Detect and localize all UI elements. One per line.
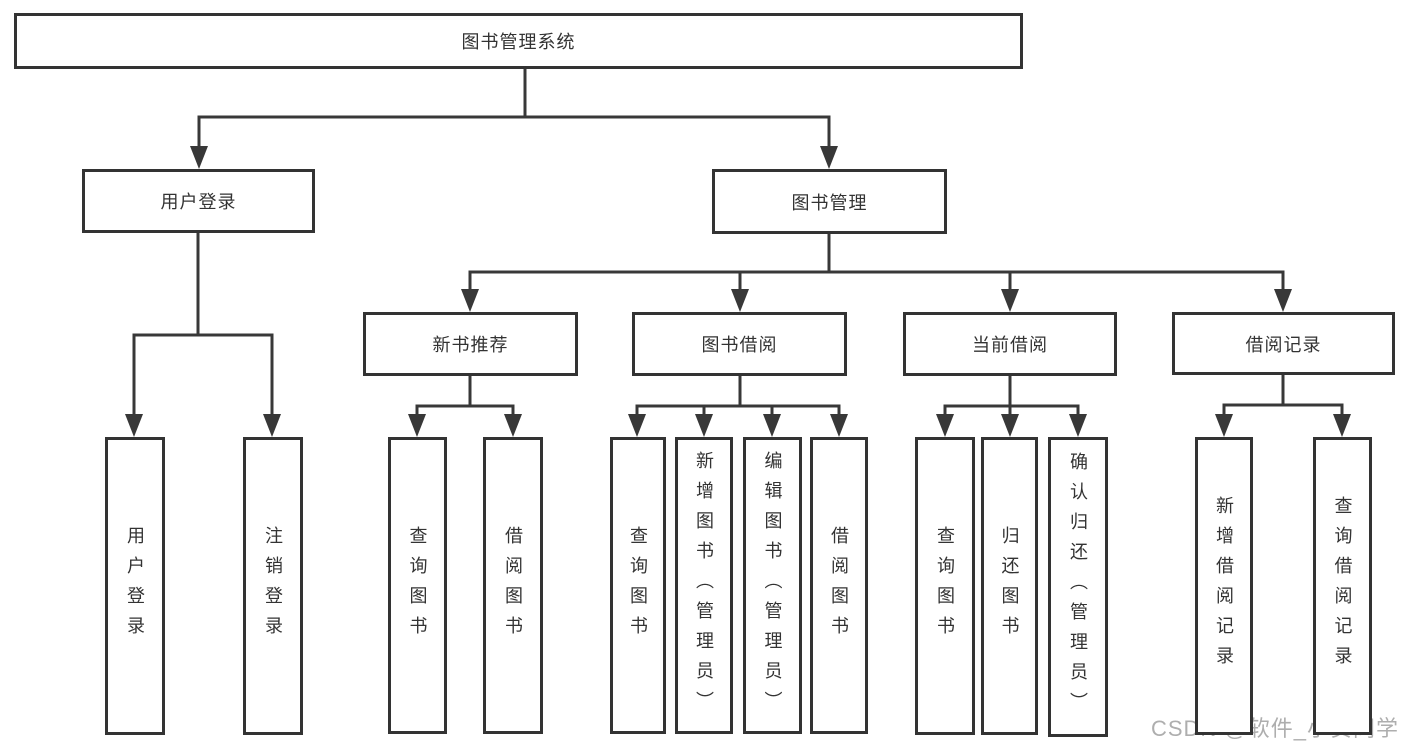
arrowhead-down-icon (1001, 289, 1019, 312)
node-new-book-recommendation: 新书推荐 (363, 312, 578, 376)
node-label-edit-books-admin: 编辑图书（管理员） (762, 450, 783, 721)
node-borrow-books-borrowing: 借阅图书 (810, 437, 868, 734)
node-library-management-system: 图书管理系统 (14, 13, 1023, 69)
node-add-books-admin: 新增图书（管理员） (675, 437, 733, 734)
node-label-add-books-admin: 新增图书（管理员） (694, 450, 714, 721)
node-label-borrow-books-recommend: 借阅图书 (503, 525, 523, 646)
node-edit-books-admin: 编辑图书（管理员） (743, 437, 802, 734)
node-current-borrowing: 当前借阅 (903, 312, 1117, 376)
node-logout: 注销登录 (243, 437, 303, 735)
node-query-books-recommend: 查询图书 (388, 437, 447, 734)
arrowhead-down-icon (731, 289, 749, 312)
arrowhead-down-icon (1215, 414, 1233, 437)
arrowhead-down-icon (461, 289, 479, 312)
node-confirm-return-admin: 确认归还（管理员） (1048, 437, 1108, 737)
node-user-login-branch: 用户登录 (82, 169, 315, 233)
node-label-book-management-branch: 图书管理 (791, 192, 868, 213)
node-label-return-books: 归还图书 (999, 526, 1020, 646)
node-label-new-book-recommendation: 新书推荐 (432, 335, 509, 355)
node-borrowing-records: 借阅记录 (1172, 312, 1395, 375)
node-borrow-books-recommend: 借阅图书 (483, 437, 543, 734)
node-book-borrowing: 图书借阅 (632, 312, 847, 376)
node-label-current-borrowing: 当前借阅 (972, 335, 1048, 355)
node-label-query-borrowing-record: 查询借阅记录 (1332, 496, 1353, 676)
arrowhead-down-icon (263, 414, 281, 437)
arrowhead-down-icon (628, 414, 646, 437)
node-label-query-books-recommend: 查询图书 (407, 525, 428, 646)
arrowhead-down-icon (408, 414, 426, 437)
node-book-management-branch: 图书管理 (712, 169, 947, 234)
node-label-add-borrowing-record: 新增借阅记录 (1214, 496, 1234, 676)
node-label-user-login: 用户登录 (125, 526, 145, 646)
arrowhead-down-icon (190, 146, 208, 169)
node-label-library-management-system: 图书管理系统 (461, 32, 576, 52)
arrowhead-down-icon (1069, 414, 1087, 437)
arrowhead-down-icon (1274, 289, 1292, 312)
arrowhead-down-icon (504, 414, 522, 437)
arrowhead-down-icon (763, 414, 781, 437)
node-label-logout: 注销登录 (263, 526, 283, 646)
node-add-borrowing-record: 新增借阅记录 (1195, 437, 1253, 735)
node-label-borrowing-records: 借阅记录 (1245, 334, 1322, 355)
node-return-books: 归还图书 (981, 437, 1038, 735)
node-label-confirm-return-admin: 确认归还（管理员） (1068, 452, 1088, 722)
arrowhead-down-icon (820, 146, 838, 169)
node-query-books-current: 查询图书 (915, 437, 975, 735)
arrowhead-down-icon (936, 414, 954, 437)
node-query-borrowing-record: 查询借阅记录 (1313, 437, 1372, 735)
node-label-query-books-borrowing: 查询图书 (628, 525, 648, 646)
node-label-user-login-branch: 用户登录 (160, 192, 237, 212)
node-label-query-books-current: 查询图书 (935, 526, 955, 646)
arrowhead-down-icon (1333, 414, 1351, 437)
arrowhead-down-icon (1001, 414, 1019, 437)
node-user-login: 用户登录 (105, 437, 165, 735)
arrowhead-down-icon (125, 414, 143, 437)
node-query-books-borrowing: 查询图书 (610, 437, 666, 734)
node-label-borrow-books-borrowing: 借阅图书 (829, 525, 849, 646)
arrowhead-down-icon (830, 414, 848, 437)
arrowhead-down-icon (695, 414, 713, 437)
node-label-book-borrowing: 图书借阅 (701, 335, 778, 355)
